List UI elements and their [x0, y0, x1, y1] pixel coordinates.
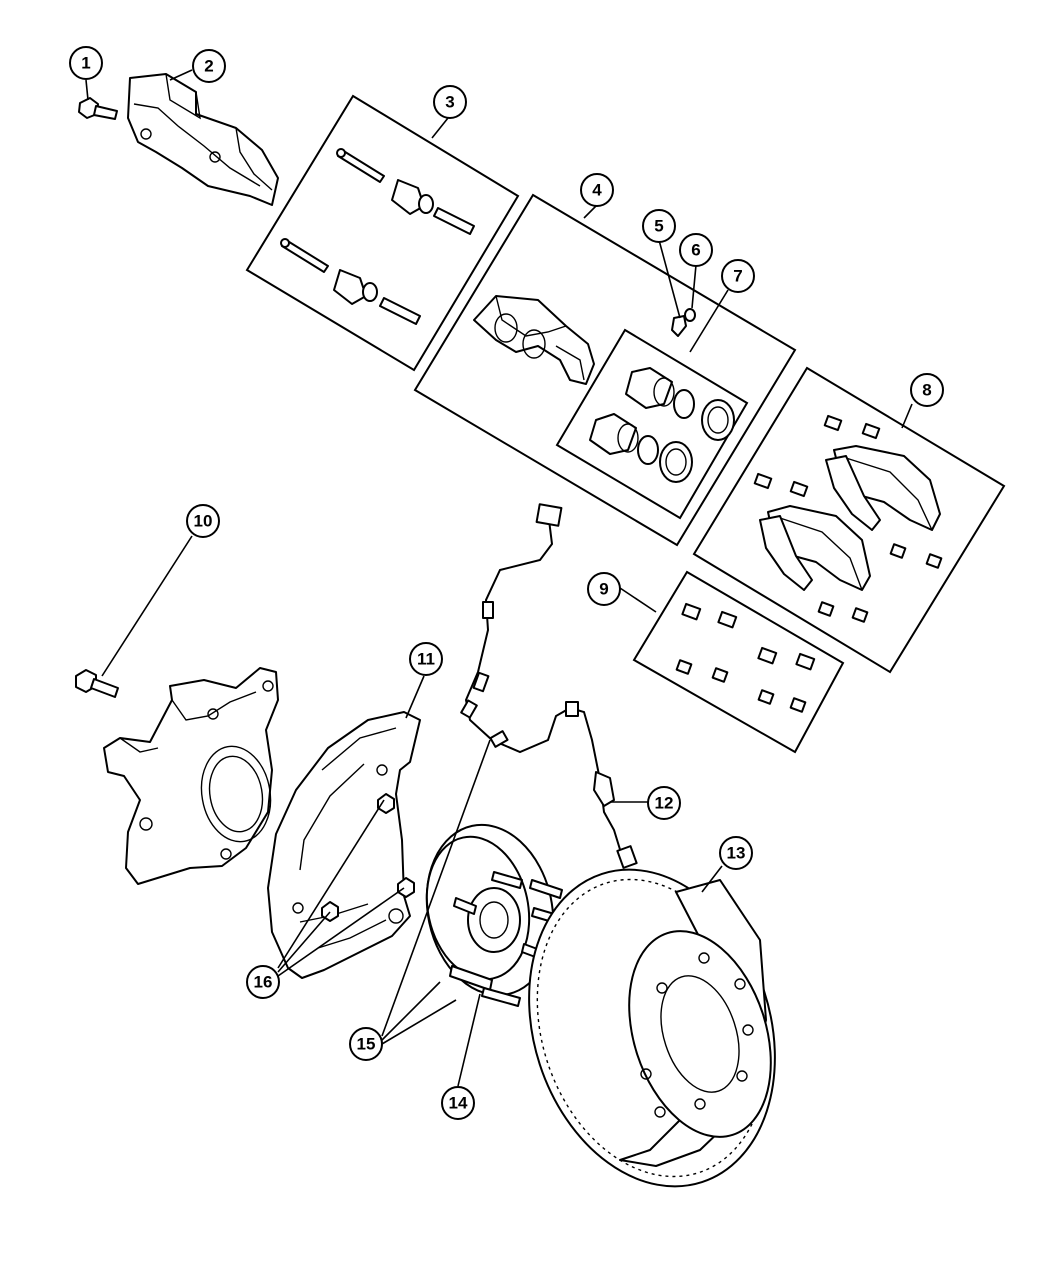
shield-bolt-icon [321, 793, 415, 922]
leader-lines [85, 69, 913, 1087]
callout-8: 8 [910, 373, 944, 407]
bolt-icon [78, 97, 118, 120]
kit-box-9 [632, 570, 845, 754]
callout-label: 7 [733, 267, 742, 286]
brake-rotor-icon [528, 868, 776, 1188]
kit-box-7 [555, 328, 749, 520]
caliper-adapter-icon [127, 73, 279, 206]
callout-label: 10 [194, 512, 213, 531]
pad-clip-kit-icon [675, 602, 816, 713]
callout-5: 5 [642, 209, 676, 243]
callout-15: 15 [349, 1027, 383, 1061]
callout-14: 14 [441, 1086, 475, 1120]
callout-label: 8 [922, 381, 931, 400]
callout-label: 4 [592, 181, 602, 200]
callout-10: 10 [186, 504, 220, 538]
piston-seal-kit-icon [589, 367, 735, 483]
callout-label: 5 [654, 217, 663, 236]
steering-knuckle-icon [103, 667, 279, 885]
callout-label: 1 [81, 54, 90, 73]
bleeder-screw-icon [671, 315, 687, 337]
callout-label: 13 [727, 844, 746, 863]
callout-label: 9 [599, 580, 608, 599]
callout-3: 3 [433, 85, 467, 119]
brake-pad-set-icon [753, 414, 943, 623]
callout-2: 2 [192, 49, 226, 83]
guide-pin-kit-icon [280, 148, 475, 325]
callout-label: 14 [449, 1094, 468, 1113]
callout-label: 16 [254, 973, 273, 992]
callout-9: 9 [587, 572, 621, 606]
callout-6: 6 [679, 233, 713, 267]
bolt-icon [75, 669, 119, 698]
callout-12: 12 [647, 786, 681, 820]
hub-bearing-icon [425, 823, 569, 1007]
kit-box-3 [245, 94, 520, 372]
callout-label: 6 [691, 241, 700, 260]
callout-7: 7 [721, 259, 755, 293]
callout-13: 13 [719, 836, 753, 870]
kit-box-8 [692, 366, 1006, 674]
callout-label: 12 [655, 794, 674, 813]
callout-1: 1 [69, 46, 103, 80]
callout-label: 11 [417, 650, 435, 669]
callout-label: 3 [445, 93, 454, 112]
wheel-speed-sensor-icon [460, 503, 638, 869]
kit-box-4 [413, 193, 797, 547]
callout-label: 2 [204, 57, 213, 76]
splash-shield-icon [267, 711, 421, 979]
callout-4: 4 [580, 173, 614, 207]
callout-16: 16 [246, 965, 280, 999]
callout-11: 11 [409, 642, 443, 676]
caliper-icon [473, 295, 595, 385]
callout-label: 15 [357, 1035, 376, 1054]
bleeder-cap-icon [684, 308, 696, 322]
